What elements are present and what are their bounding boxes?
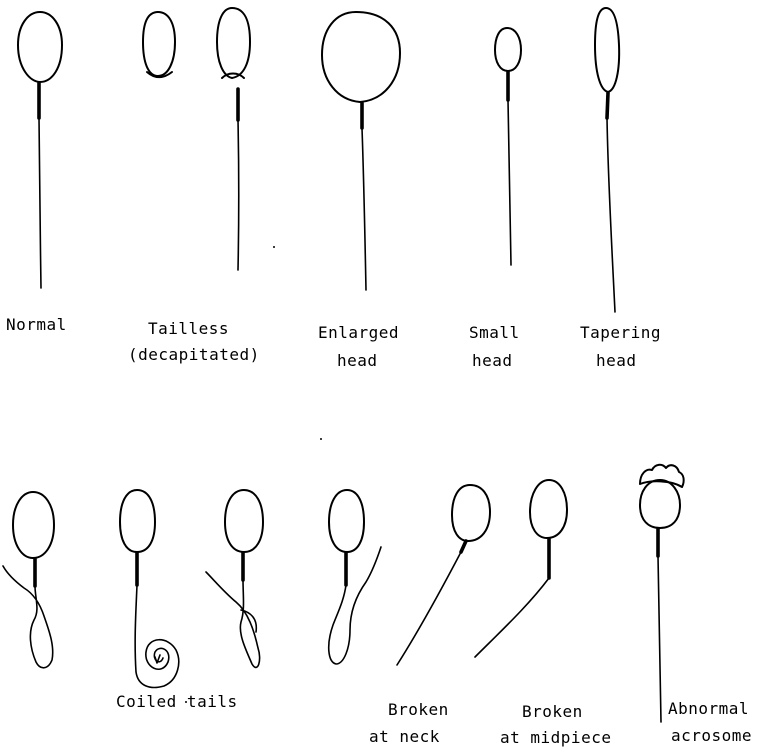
label-coiled-tails: Coiled tails	[116, 691, 238, 712]
normal-head	[18, 12, 62, 82]
label-tapering: Tapering	[580, 322, 661, 343]
enlarged-head-sperm	[322, 12, 400, 290]
label-small: Small	[469, 322, 520, 343]
abnormal-acrosome-sperm	[640, 465, 684, 722]
normal-tail	[39, 118, 41, 288]
label-normal: Normal	[6, 314, 67, 335]
label-small-head: head	[472, 350, 513, 371]
label-acrosome: acrosome	[671, 725, 752, 746]
scan-speck	[273, 246, 275, 248]
coiled-tail-sperm-1	[3, 492, 54, 668]
label-broken-neck-2: at neck	[369, 726, 440, 747]
label-broken-mid-1: Broken	[522, 701, 583, 722]
label-broken-neck-1: Broken	[388, 699, 449, 720]
coiled-tail-sperm-4	[329, 490, 381, 664]
acrosome-cap	[640, 465, 684, 487]
normal-sperm	[18, 12, 62, 288]
tailless-head-detached	[143, 12, 175, 77]
small-head-sperm	[495, 28, 521, 265]
label-broken-mid-2: at midpiece	[500, 727, 611, 748]
tapering-head-sperm	[595, 8, 619, 312]
coiled-tail-sperm-2	[120, 490, 179, 687]
label-abnormal: Abnormal	[668, 698, 749, 719]
coiled-tail-sperm-3	[206, 490, 263, 667]
label-decapitated: (decapitated)	[128, 344, 260, 365]
label-enlarged: Enlarged	[318, 322, 399, 343]
label-tailless: Tailless	[148, 318, 229, 339]
tailless-headless-tail	[217, 8, 250, 270]
label-tapering-head: head	[596, 350, 637, 371]
label-enlarged-head: head	[337, 350, 378, 371]
scan-speck	[320, 438, 322, 440]
broken-at-neck-sperm	[397, 485, 490, 665]
